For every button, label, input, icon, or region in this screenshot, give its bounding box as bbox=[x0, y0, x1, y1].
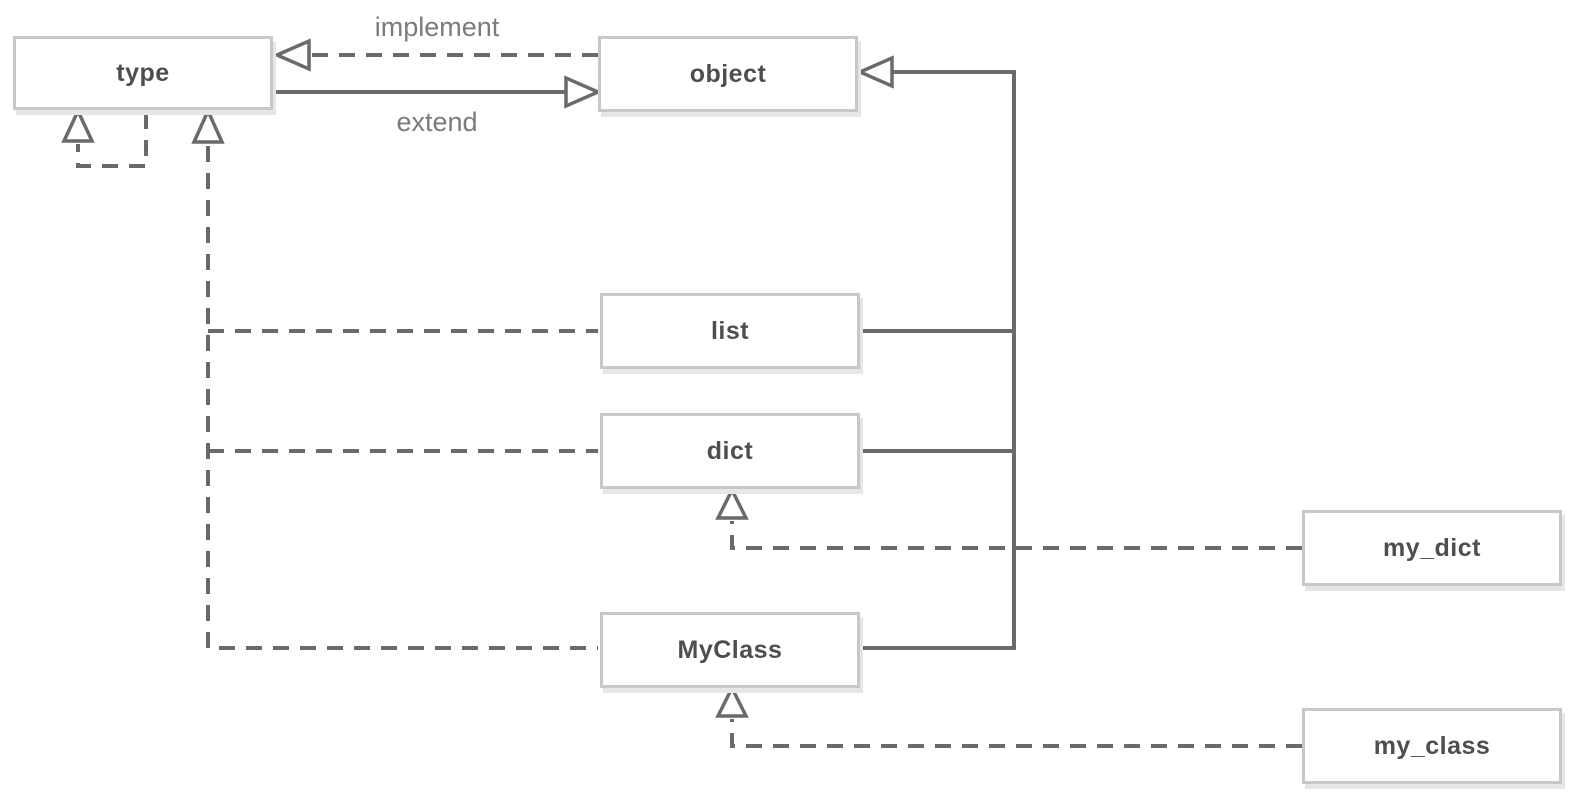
node-my-dict-label: my_dict bbox=[1383, 533, 1481, 562]
node-myclass: MyClass bbox=[600, 612, 860, 688]
node-list: list bbox=[600, 293, 860, 369]
node-object: object bbox=[598, 36, 858, 112]
node-dict-label: dict bbox=[706, 436, 754, 465]
edge-implement-arrowhead bbox=[272, 38, 311, 72]
node-type: type bbox=[13, 36, 273, 110]
edge-implement-trunk-arrowhead bbox=[191, 106, 225, 144]
edge-label-extend: extend bbox=[396, 107, 478, 137]
edge-implement-type-self-loop bbox=[76, 113, 148, 168]
node-my-class: my_class bbox=[1302, 708, 1562, 784]
edge-extend-object-arrowhead bbox=[855, 55, 894, 89]
node-object-label: object bbox=[689, 59, 767, 88]
edge-implement-mydict-to-dict bbox=[730, 521, 1302, 550]
edge-label-implement: implement bbox=[374, 12, 500, 42]
node-myclass-label: MyClass bbox=[677, 635, 783, 664]
edge-implement-dict-arrowhead bbox=[715, 486, 749, 520]
edge-implement-trunk bbox=[206, 146, 598, 650]
edge-implement-self-arrowhead bbox=[61, 106, 95, 143]
edge-extend-myclass-to-object bbox=[860, 70, 1016, 650]
node-dict: dict bbox=[600, 413, 860, 489]
edge-extend-arrowhead bbox=[564, 75, 603, 109]
node-my-dict: my_dict bbox=[1302, 510, 1562, 586]
node-list-label: list bbox=[710, 316, 750, 345]
node-my-class-label: my_class bbox=[1373, 731, 1491, 760]
node-type-label: type bbox=[116, 58, 170, 87]
edge-implement-myclass-inst bbox=[730, 719, 1302, 748]
edge-implement-myclass-arrowhead bbox=[715, 684, 749, 718]
